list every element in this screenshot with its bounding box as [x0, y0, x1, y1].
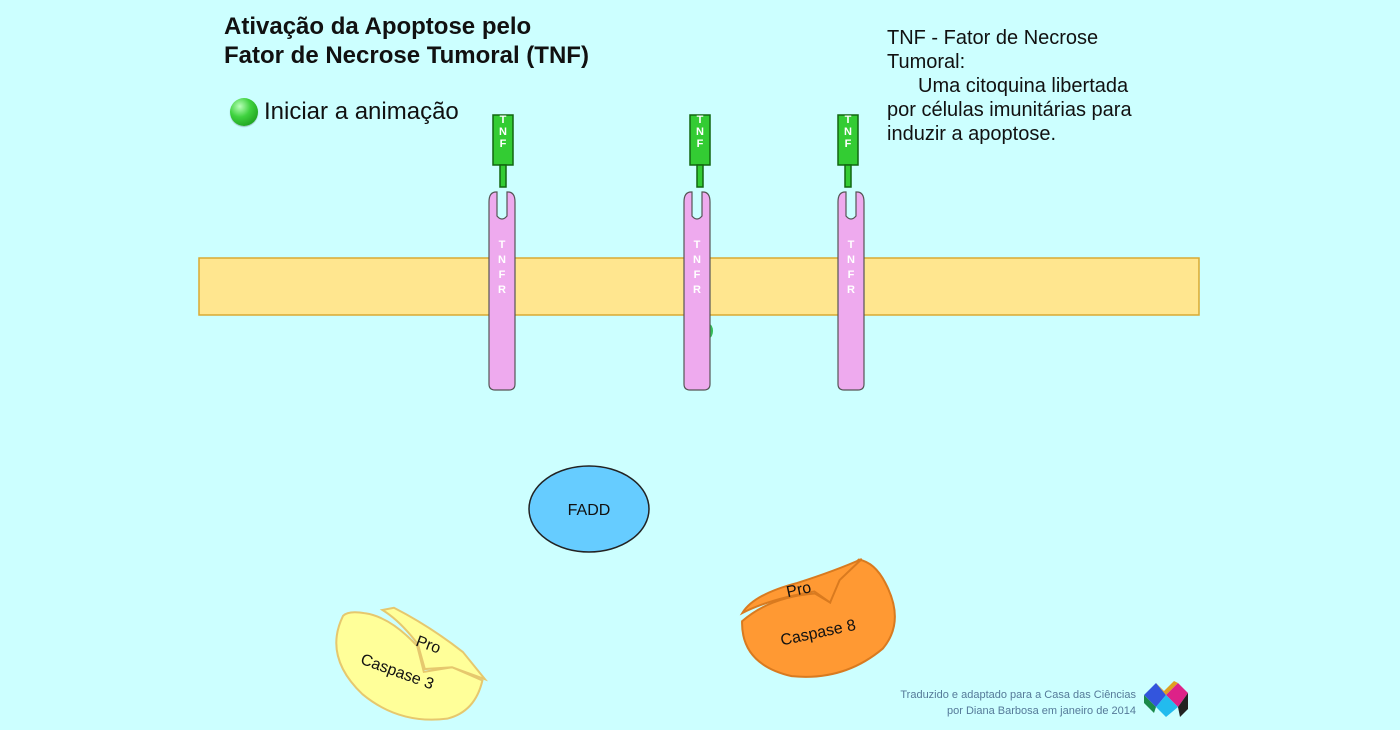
caspase-8-body	[741, 558, 896, 678]
credits-line-1: Traduzido e adaptado para a Casa das Ciê…	[900, 689, 1136, 701]
fadd-protein: FADD	[528, 465, 650, 553]
page-title: Ativação da Apoptose pelo Fator de Necro…	[224, 12, 589, 70]
title-line-2: Fator de Necrose Tumoral (TNF)	[224, 42, 589, 69]
info-line-4: por células imunitárias para	[887, 99, 1132, 121]
caspase-8-pro-domain	[739, 558, 863, 616]
caspase-3-pro-domain	[379, 606, 489, 682]
caspase-3-body	[335, 611, 484, 721]
green-dot-icon[interactable]	[230, 98, 258, 126]
credits-line-2: por Diana Barbosa em janeiro de 2014	[947, 705, 1136, 717]
procaspase-8: Pro Caspase 8	[739, 558, 896, 678]
credits-text: Traduzido e adaptado para a Casa das Ciê…	[836, 687, 1136, 719]
info-line-5: induzir a apoptose.	[887, 123, 1057, 145]
start-animation-button[interactable]: Iniciar a animação	[230, 98, 459, 126]
title-line-1: Ativação da Apoptose pelo	[224, 13, 532, 40]
start-animation-label[interactable]: Iniciar a animação	[264, 98, 459, 125]
procaspase-3: Pro Caspase 3	[335, 606, 489, 721]
fadd-label: FADD	[568, 502, 611, 519]
tnf-info-text: TNF - Fator de Necrose Tumoral: Uma cito…	[887, 26, 1187, 146]
caspase-8-pro-label: Pro	[785, 579, 813, 601]
info-line-3: Uma citoquina libertada	[918, 75, 1129, 97]
casa-das-ciencias-logo-icon	[1144, 681, 1188, 717]
info-line-2: Tumoral:	[887, 51, 966, 73]
info-line-1: TNF - Fator de Necrose	[887, 27, 1099, 49]
